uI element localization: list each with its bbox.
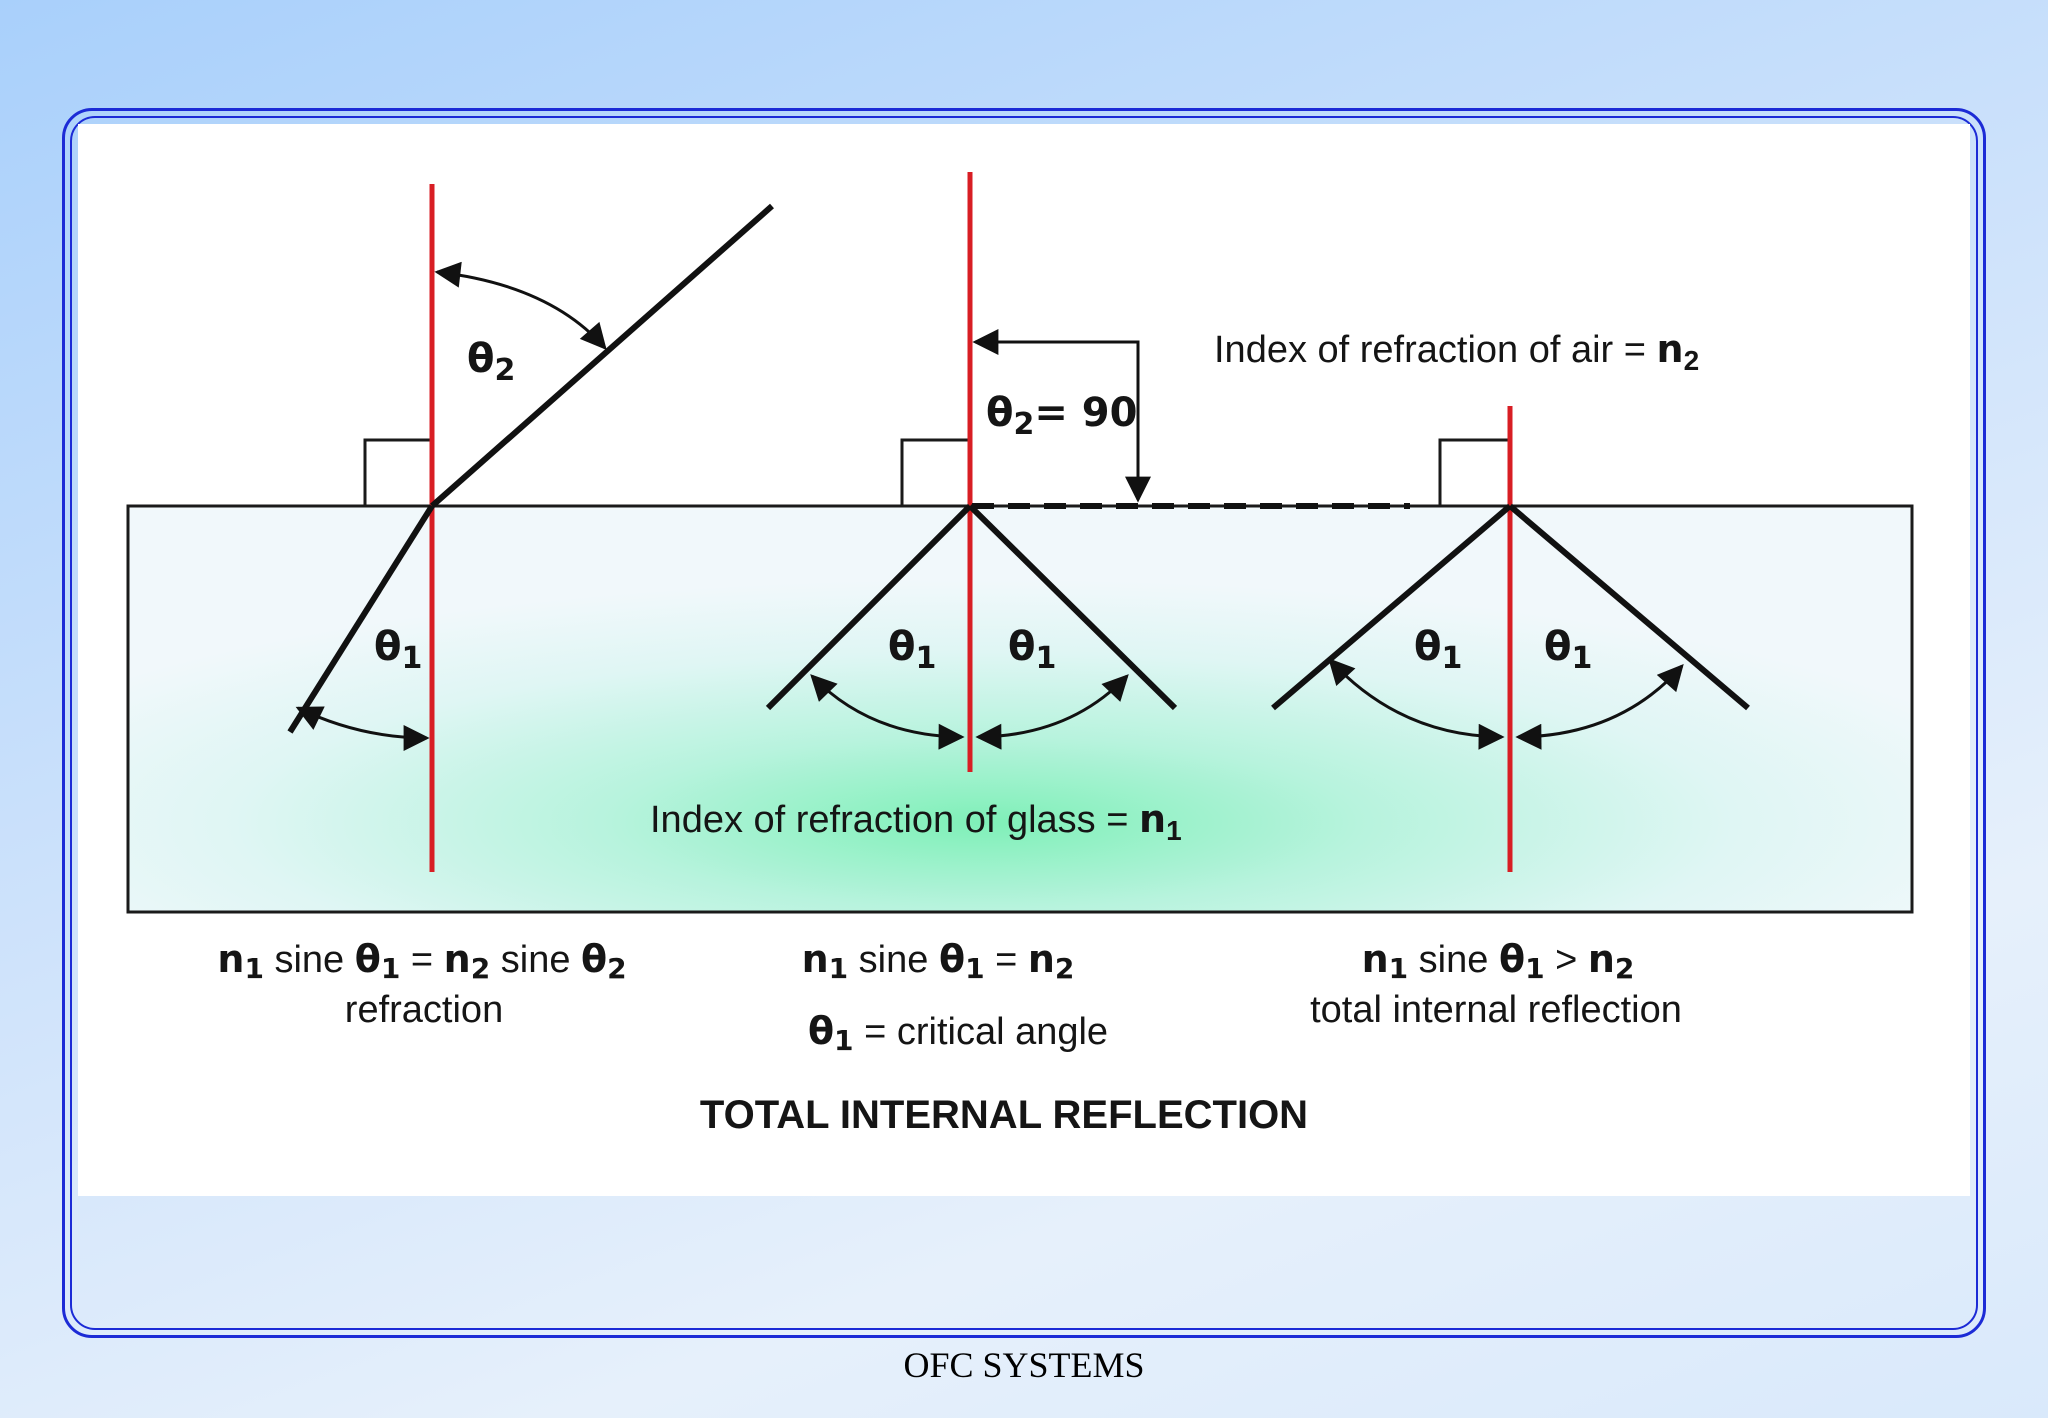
incident-ray <box>1271 503 1512 711</box>
theta1-label: θ1 <box>374 624 422 676</box>
theta1-left-label: θ1 <box>888 624 936 676</box>
equation-tir: n1 sine θ1 > n2 <box>1362 937 1635 985</box>
case-critical-angle: θ2= 90 θ1 θ1 <box>765 172 1410 772</box>
caption-critical-angle: θ1 = critical angle <box>808 1009 1108 1057</box>
caption-total-internal-reflection: total internal reflection <box>1310 989 1682 1031</box>
right-angle-marker <box>1438 438 1508 506</box>
theta1-right-label: θ1 <box>1544 624 1592 676</box>
caption-refraction: refraction <box>345 989 503 1031</box>
footer-text: OFC SYSTEMS <box>903 1345 1145 1385</box>
equation-refraction: n1 sine θ1 = n2 sine θ2 <box>217 937 626 985</box>
glass-index-label: Index of refraction of glass = n1 <box>650 797 1182 846</box>
theta1-right-label: θ1 <box>1008 624 1056 676</box>
theta1-left-label: θ1 <box>1414 624 1462 676</box>
case-refraction: θ2 θ1 <box>287 184 774 872</box>
equation-critical: n1 sine θ1 = n2 <box>802 937 1075 985</box>
reflected-ray <box>967 503 1178 711</box>
theta1-left-arc-arrow <box>1328 658 1505 750</box>
refracted-ray <box>430 203 774 509</box>
case-total-internal-reflection: θ1 θ1 <box>1271 406 1750 872</box>
theta1-arc-arrow <box>295 706 430 751</box>
theta1-left-arc-arrow <box>810 674 965 750</box>
theta2-arc-arrow <box>434 261 607 350</box>
incident-ray <box>287 504 435 734</box>
theta2-90-bracket-arrow <box>972 329 1151 503</box>
theta1-right-arc-arrow <box>1515 664 1684 750</box>
air-index-label: Index of refraction of air = n2 <box>1214 327 1699 376</box>
reflected-ray <box>1508 503 1750 711</box>
theta1-right-arc-arrow <box>975 674 1129 750</box>
right-angle-marker <box>363 438 432 506</box>
right-angle-marker <box>900 438 970 506</box>
slide-frame <box>62 108 1986 1338</box>
incident-ray <box>765 503 973 711</box>
theta2-label: θ2 <box>467 336 515 388</box>
diagram-title: TOTAL INTERNAL REFLECTION <box>700 1093 1308 1137</box>
theta2-90-label: θ2= 90 <box>986 390 1137 442</box>
